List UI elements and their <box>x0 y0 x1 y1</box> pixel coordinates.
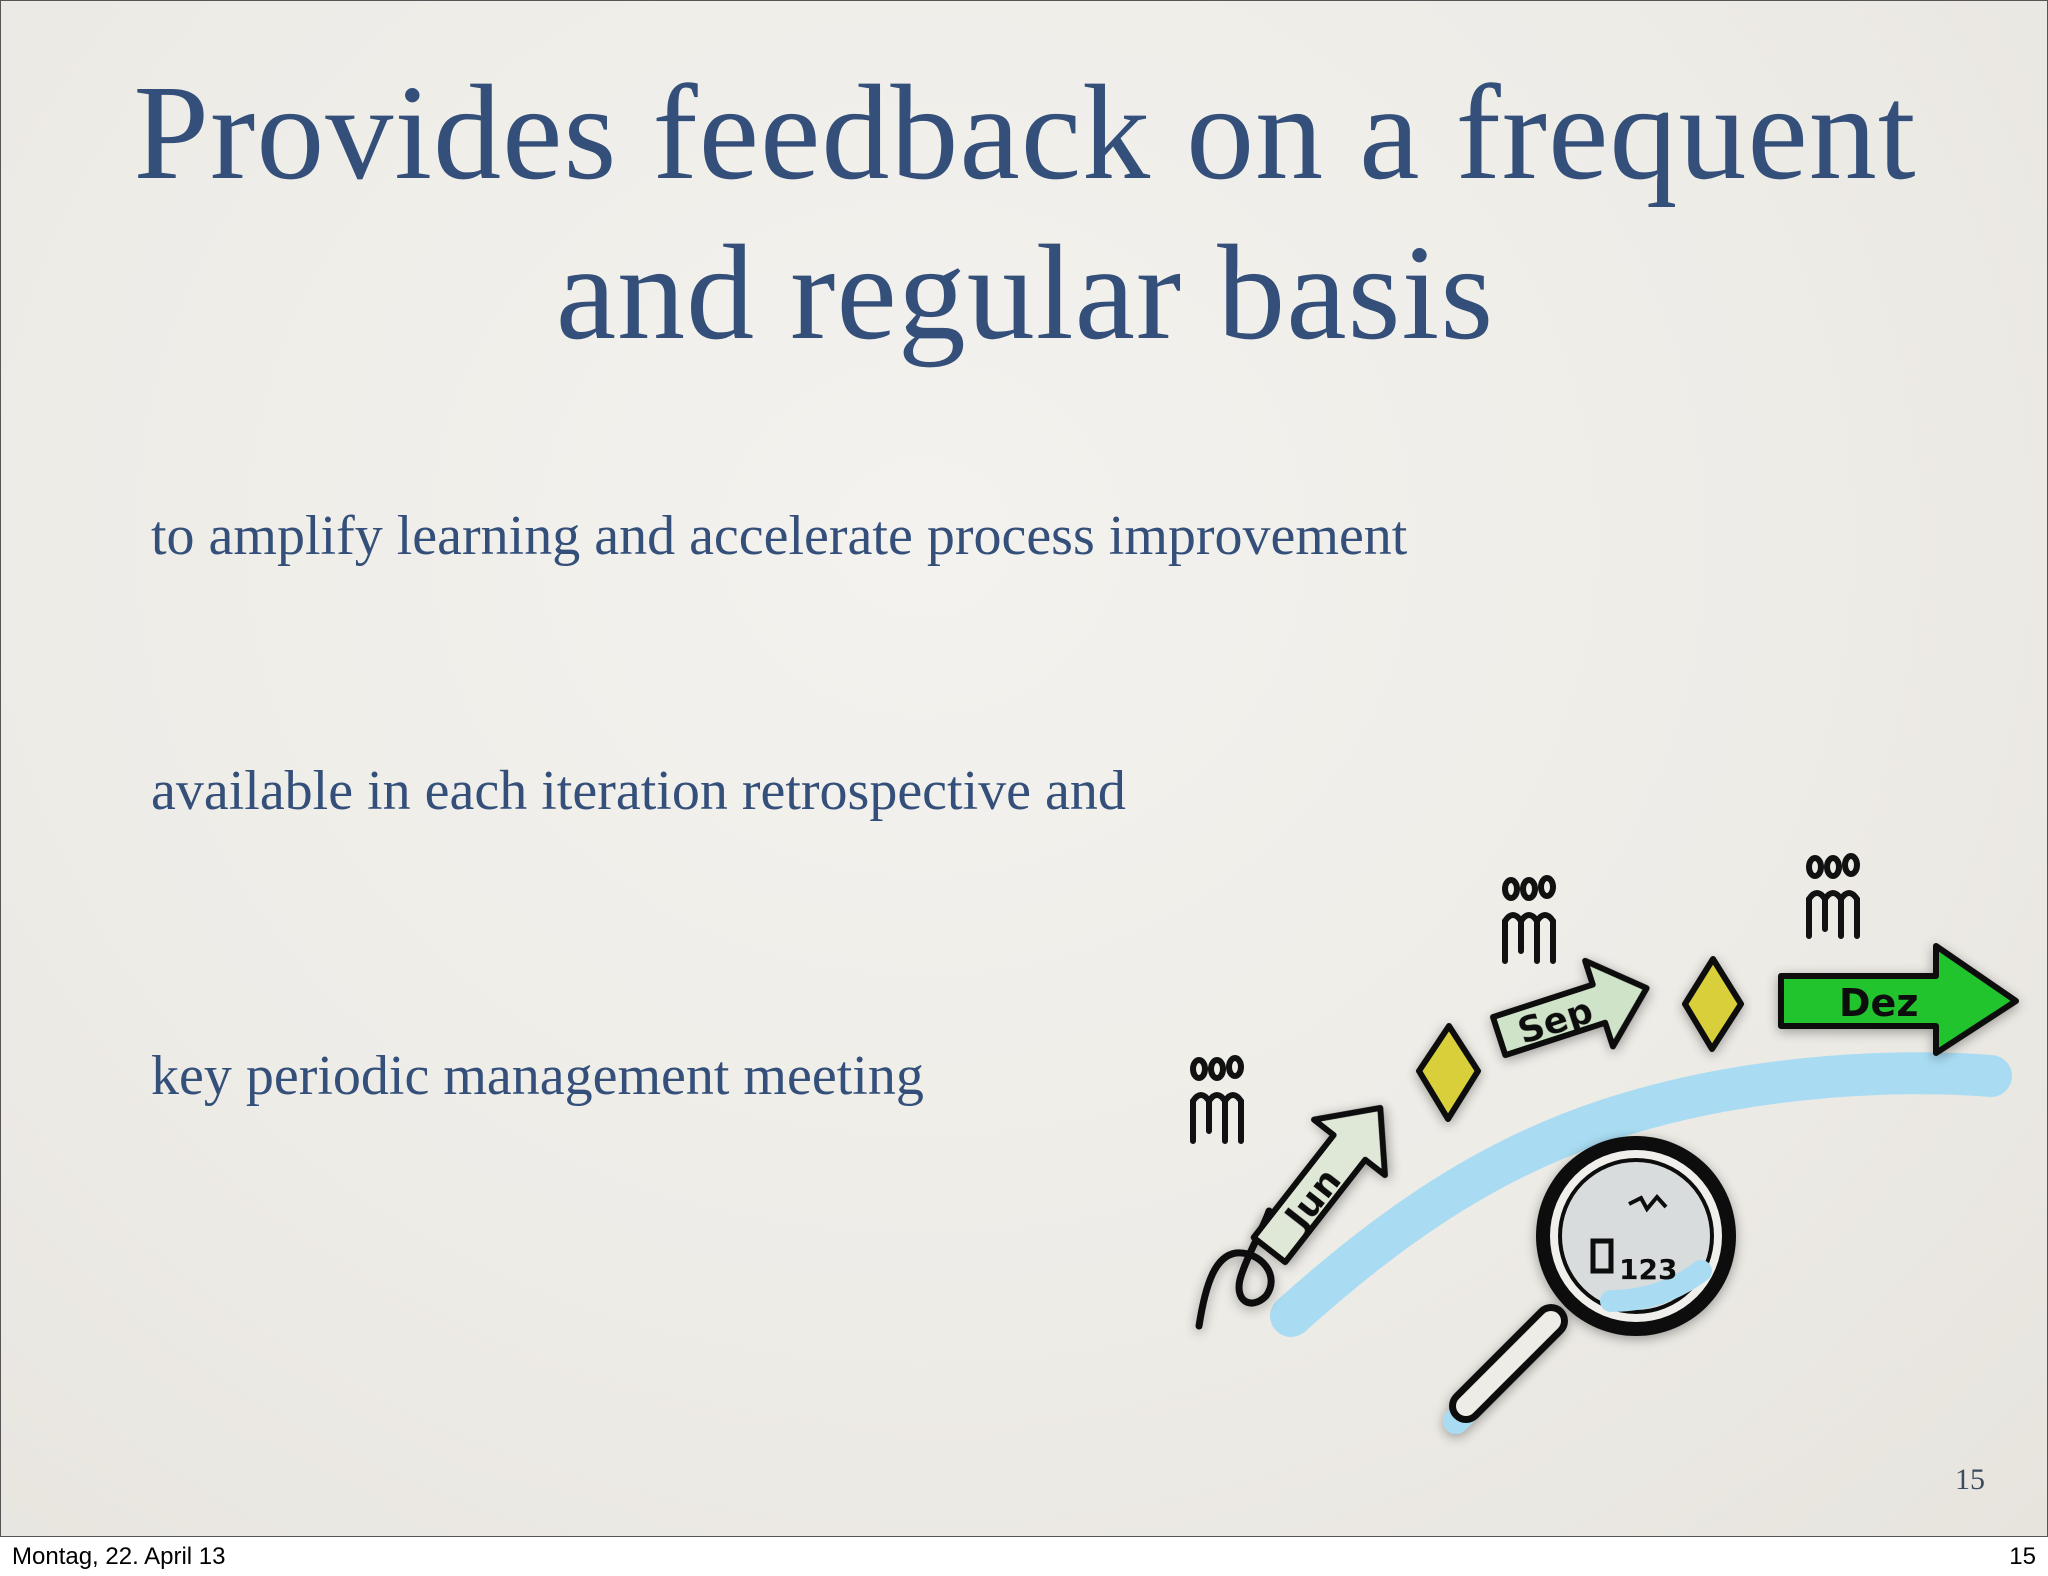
team-icon-3 <box>1806 853 1860 939</box>
milestone-diamond-2 <box>1682 956 1744 1052</box>
title-line-2: and regular basis <box>555 218 1495 368</box>
print-footer: Montag, 22. April 13 15 <box>0 1537 2048 1576</box>
slide: Provides feedback on a frequent and regu… <box>0 0 2048 1537</box>
start-curl <box>1195 1207 1275 1330</box>
dez-label: Dez <box>1839 981 1918 1025</box>
bullet-1: to amplify learning and accelerate proce… <box>151 505 1408 567</box>
team-icon-2 <box>1502 875 1556 964</box>
footer-date: Montag, 22. April 13 <box>12 1543 226 1570</box>
magnifier-icon: 123 <box>1443 1136 1736 1434</box>
sep-arrow: Sep <box>1490 957 1650 1059</box>
dez-arrow: Dez <box>1778 943 2019 1056</box>
slide-title: Provides feedback on a frequent and regu… <box>1 53 2047 373</box>
team-icon-1 <box>1190 1055 1244 1144</box>
sep-label: Sep <box>1513 990 1598 1053</box>
river-band <box>1270 1052 2012 1337</box>
bullet-2: available in each iteration retrospectiv… <box>151 760 1126 822</box>
title-line-1: Provides feedback on a frequent <box>133 58 1917 208</box>
milestone-diamond-1 <box>1416 1023 1481 1122</box>
bullet-3: key periodic management meeting <box>151 1045 924 1107</box>
magnifier-label: 123 <box>1619 1253 1677 1286</box>
timeline-illustration: Jun Sep Dez <box>1190 853 2019 1434</box>
footer-page-number: 15 <box>2009 1543 2036 1570</box>
slide-number: 15 <box>1955 1463 1985 1496</box>
